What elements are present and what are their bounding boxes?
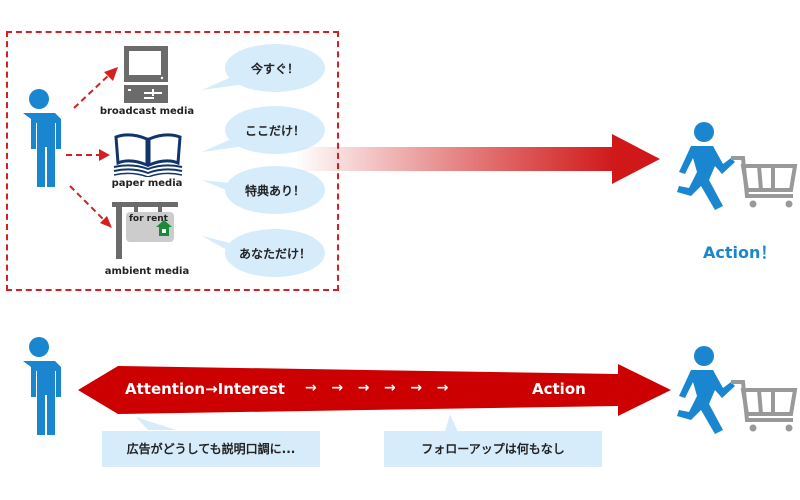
bubble-text-3: 特典あり！ [244,184,305,198]
arrowhead-broadcast [104,67,118,81]
signboard-icon [112,202,178,259]
running-shopper-icon-bottom [677,346,798,434]
media-arrows [66,67,118,228]
media-label-broadcast: broadcast media [99,106,195,117]
action-label: Action！ [703,243,777,262]
note-explanatory-tone: 広告がどうしても説明口調に... [102,431,320,467]
media-label-paper: paper media [111,178,183,189]
media-label-ambient: ambient media [104,266,190,277]
arrowhead-ambient [100,216,112,228]
arrowhead-paper [99,149,110,161]
running-shopper-icon [677,122,798,210]
sign-text: for rent [129,214,168,224]
note-no-follow-up: フォローアップは何もなし [384,431,602,467]
person-standing-icon-bottom [23,337,61,435]
bubble-1 [225,44,325,92]
bubble-4 [225,229,325,277]
bubble-text-2: ここだけ！ [244,124,305,138]
tv-computer-icon [124,46,168,103]
bubble-text-1: 今すぐ！ [250,62,299,76]
speech-bubbles [202,44,325,277]
bar-text-arrows: → → → → → → [305,380,449,396]
bar-text-attention-interest: Attention→Interest [125,380,285,398]
person-standing-icon [23,89,61,187]
open-book-icon [113,133,183,177]
bubble-3 [225,166,325,214]
bubble-text-4: あなただけ！ [238,247,311,261]
aida-bar-arrow [78,364,671,416]
gradient-arrow [296,134,660,184]
bar-text-action: Action [532,380,586,398]
bubble-2 [225,106,325,154]
